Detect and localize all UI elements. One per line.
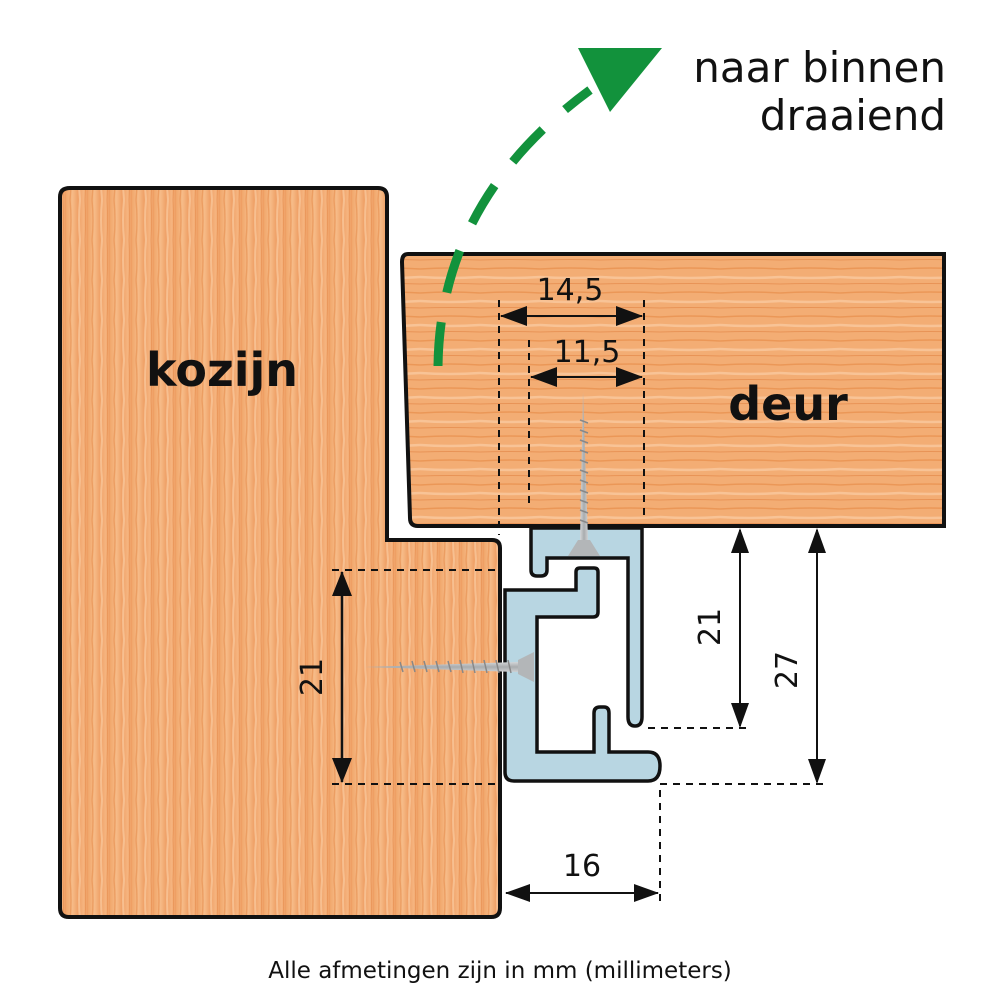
- units-caption: Alle afmetingen zijn in mm (millimeters): [268, 958, 732, 984]
- title-line-2: draaiend: [759, 91, 946, 140]
- dim-label-profile-21: 21: [693, 608, 728, 646]
- rotation-arrow-icon: [433, 86, 593, 367]
- door-label: deur: [728, 377, 848, 431]
- profile-door-part: [529, 526, 644, 728]
- rotation-arrowhead-icon: [578, 48, 662, 112]
- dim-label-27: 27: [770, 651, 805, 689]
- dim-label-16: 16: [563, 849, 601, 884]
- dim-label-frame-21: 21: [295, 658, 330, 696]
- rotation-direction-title: naar binnen draaiend: [693, 44, 946, 140]
- door-screw-icon: [568, 392, 600, 556]
- dim-label-14-5: 14,5: [537, 273, 604, 308]
- title-line-1: naar binnen: [693, 43, 946, 92]
- dim-label-11-5: 11,5: [554, 335, 621, 370]
- door-wood: [399, 252, 946, 528]
- frame-wood: [58, 186, 502, 919]
- frame-label: kozijn: [146, 343, 298, 397]
- frame-screw-icon: [365, 652, 534, 682]
- profile-frame-part: [503, 566, 662, 783]
